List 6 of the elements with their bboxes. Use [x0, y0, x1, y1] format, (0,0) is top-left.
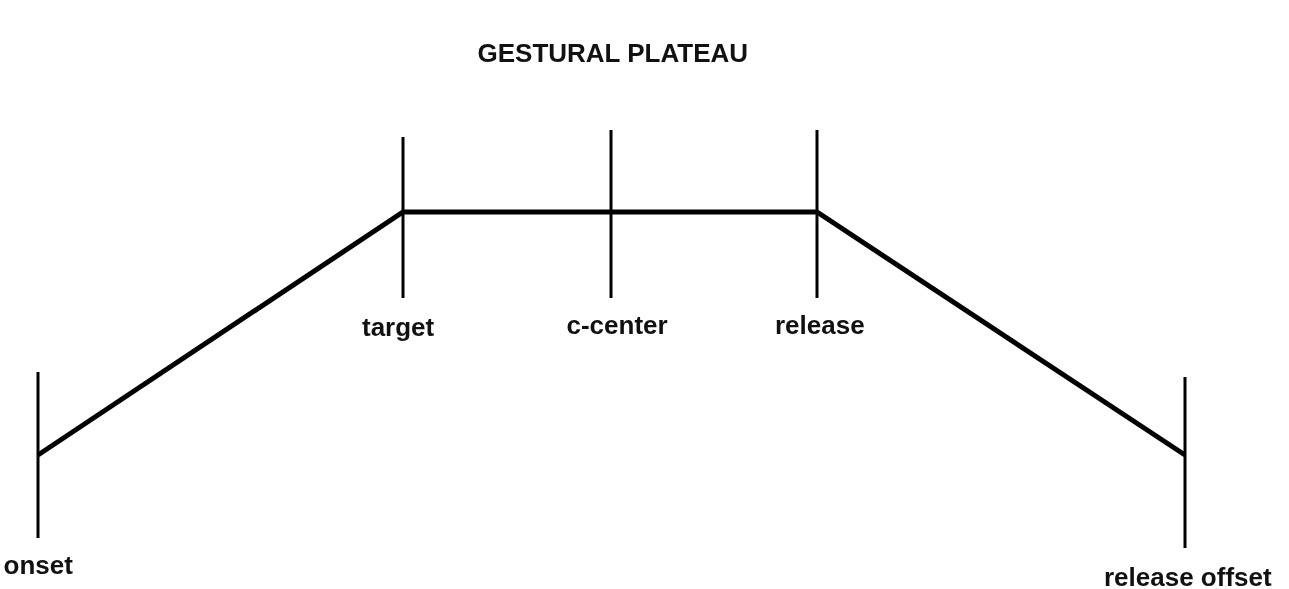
point-label: target [362, 312, 435, 342]
point-label: onset [3, 550, 73, 580]
diagram-title: GESTURAL PLATEAU [477, 38, 749, 68]
point-label: c-center [566, 310, 668, 340]
point-label: release offset [1104, 562, 1272, 589]
point-label: release [775, 310, 865, 340]
